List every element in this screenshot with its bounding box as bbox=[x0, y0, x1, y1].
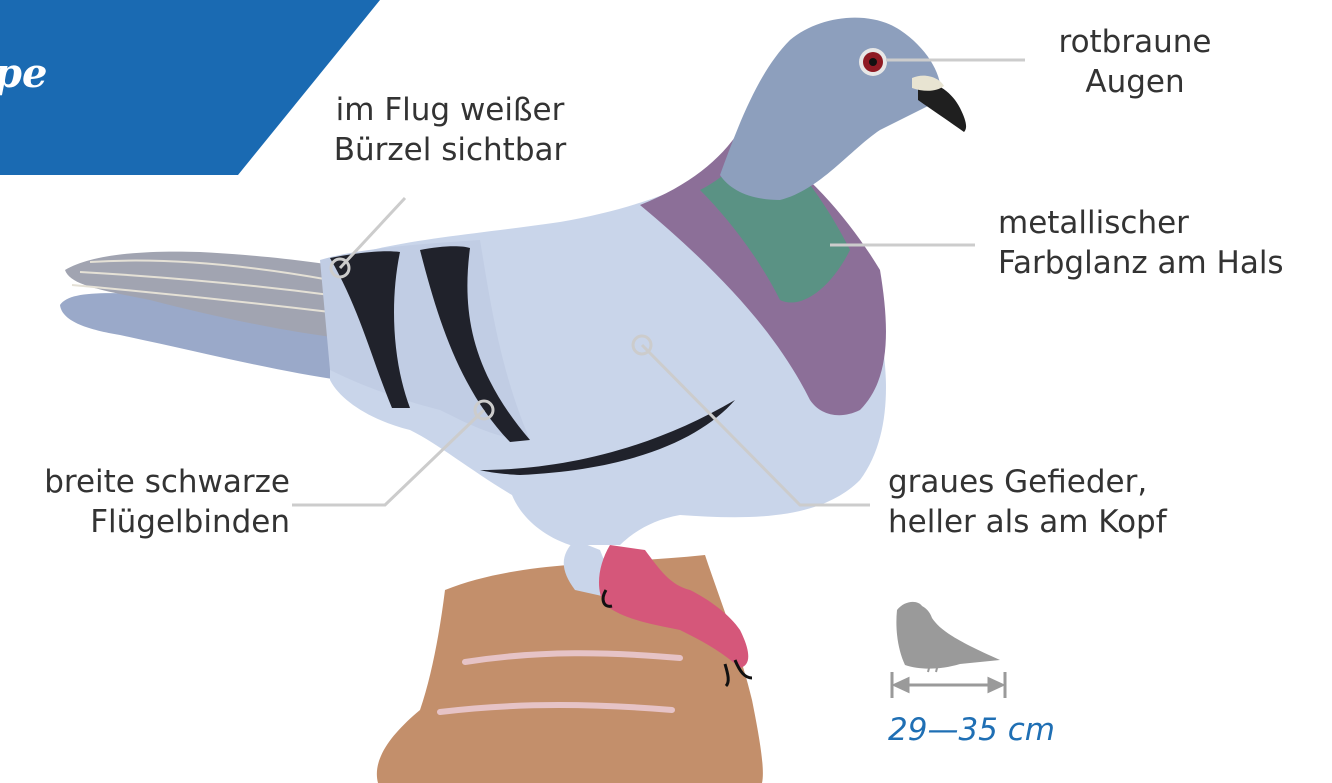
size-measure-icon bbox=[892, 672, 1005, 698]
label-wingbars-line1: breite schwarze bbox=[0, 462, 290, 502]
label-neck-line2: Farbglanz am Hals bbox=[998, 243, 1284, 283]
label-graues-gefieder: graues Gefieder, heller als am Kopf bbox=[888, 462, 1167, 542]
size-range-text: 29—35 cm bbox=[888, 712, 1055, 748]
label-fluegelbinden: breite schwarze Flügelbinden bbox=[0, 462, 290, 542]
label-rump-line1: im Flug weißer bbox=[300, 90, 600, 130]
label-neck-line1: metallischer bbox=[998, 203, 1284, 243]
tail-feathers bbox=[60, 252, 360, 380]
label-wingbars-line2: Flügelbinden bbox=[0, 502, 290, 542]
label-metallischer-farbglanz: metallischer Farbglanz am Hals bbox=[998, 203, 1284, 283]
label-plumage-line1: graues Gefieder, bbox=[888, 462, 1167, 502]
label-weisser-buerzel: im Flug weißer Bürzel sichtbar bbox=[300, 90, 600, 170]
label-eyes-line1: rotbraune bbox=[1035, 22, 1235, 62]
label-eyes-line2: Augen bbox=[1035, 62, 1235, 102]
pigeon-cere bbox=[912, 76, 944, 91]
rock-perch bbox=[377, 555, 763, 783]
pigeon-head bbox=[720, 18, 941, 200]
label-rotbraune-augen: rotbraune Augen bbox=[1035, 22, 1235, 102]
label-plumage-line2: heller als am Kopf bbox=[888, 502, 1167, 542]
small-bird-silhouette-icon bbox=[896, 602, 1000, 672]
label-rump-line2: Bürzel sichtbar bbox=[300, 130, 600, 170]
pigeon-eye bbox=[859, 48, 887, 76]
